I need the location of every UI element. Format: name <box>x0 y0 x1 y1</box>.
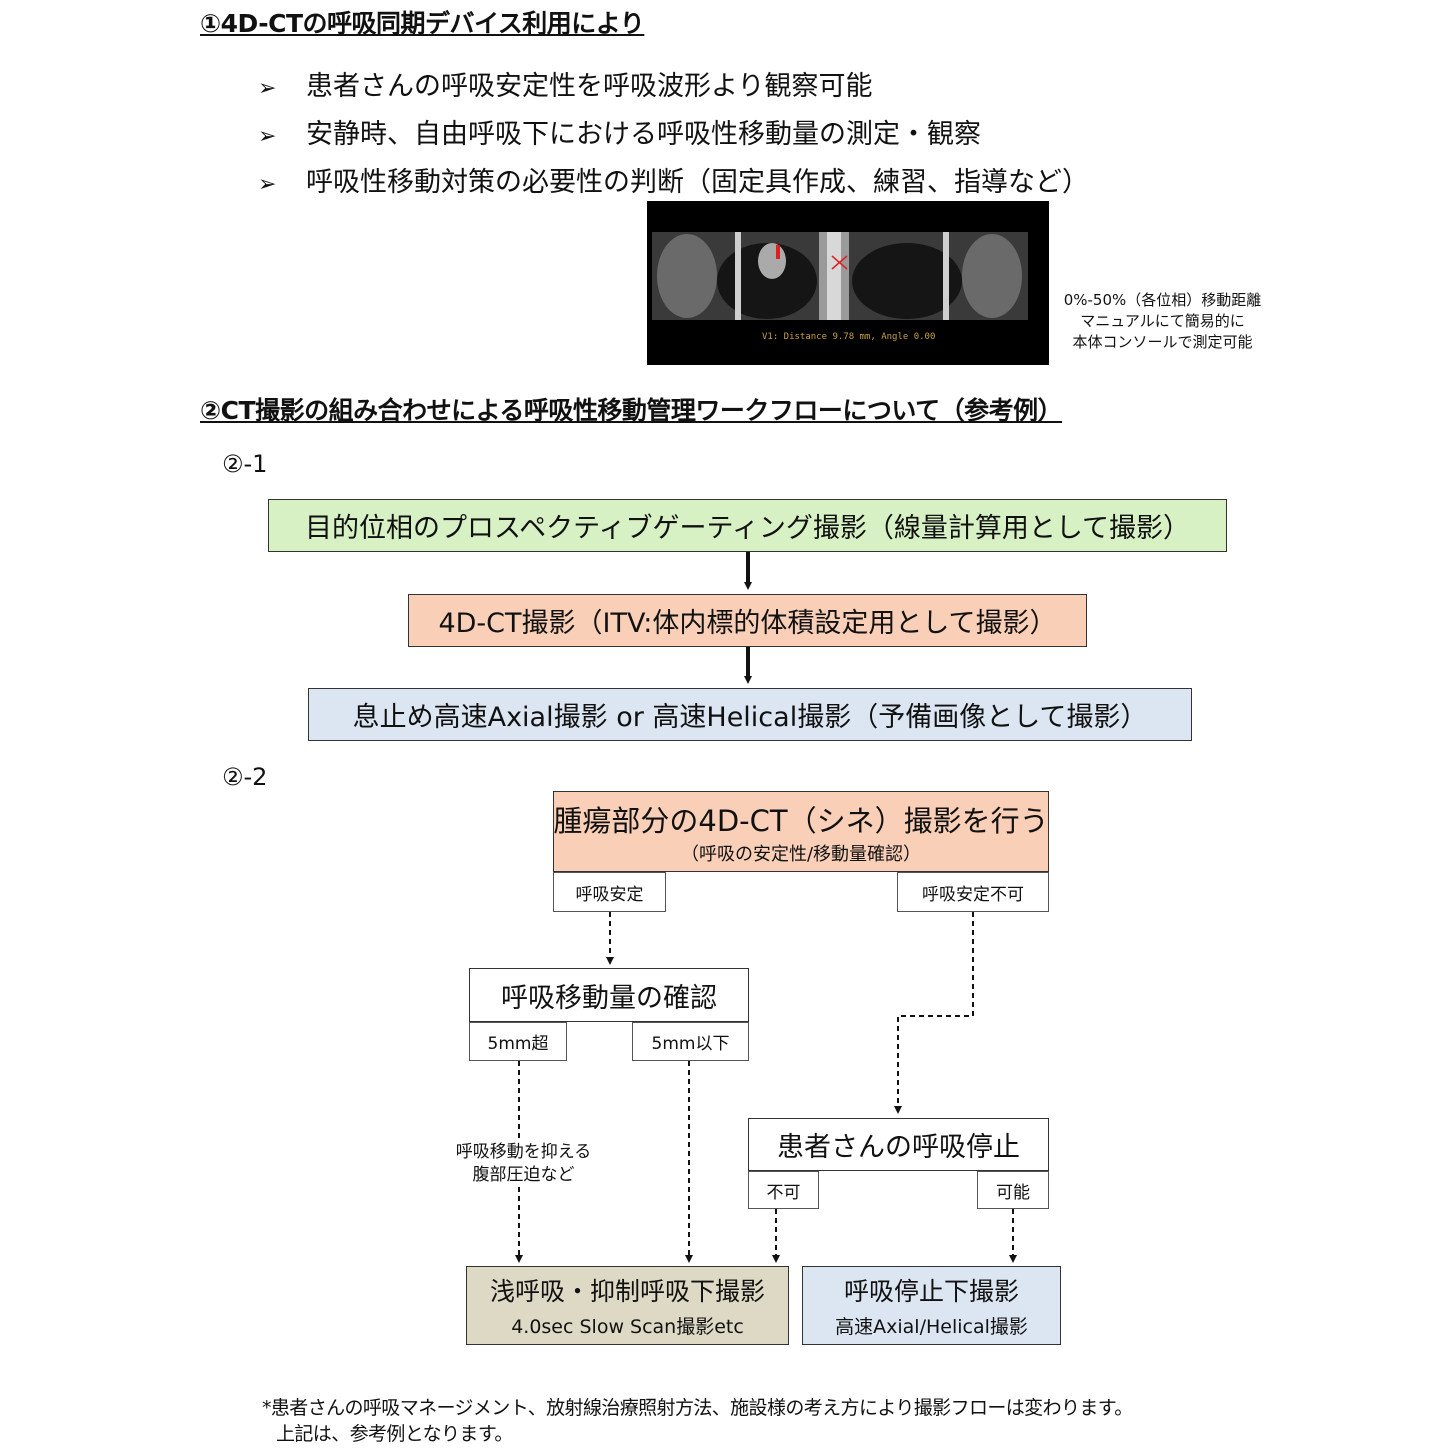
bullet-item: ➢ 患者さんの呼吸安定性を呼吸波形より観察可能 <box>258 64 872 103</box>
section1-title: ①4D-CTの呼吸同期デバイス利用により <box>200 9 645 38</box>
flow1-box-4dct: 4D-CT撮影（ITV:体内標的体積設定用として撮影） <box>408 594 1087 647</box>
branch-label-impossible: 不可 <box>748 1171 819 1209</box>
branch-label-possible: 可能 <box>977 1171 1049 1209</box>
ct-coronal-image: V1: Distance 9.78 mm, Angle 0.00 <box>647 201 1049 365</box>
ct-caption: 0%-50%（各位相）移動距離 マニュアルにて簡易的に 本体コンソールで測定可能 <box>1055 290 1270 353</box>
caption-line: マニュアルにて簡易的に <box>1080 312 1245 330</box>
box-subtitle: （呼吸の安定性/移動量確認） <box>680 843 922 865</box>
note-line: 腹部圧迫など <box>472 1165 575 1185</box>
flow1-label: ②-1 <box>222 450 268 478</box>
flow2-box-4dct-cine: 腫瘍部分の4D-CT（シネ）撮影を行う （呼吸の安定性/移動量確認） <box>553 791 1049 872</box>
bullet-text: 安静時、自由呼吸下における呼吸性移動量の測定・観察 <box>306 119 981 150</box>
note-abdominal-compression: 呼吸移動を抑える 腹部圧迫など <box>436 1141 611 1187</box>
box-subtitle: 高速Axial/Helical撮影 <box>835 1316 1028 1338</box>
bullet-item: ➢ 安静時、自由呼吸下における呼吸性移動量の測定・観察 <box>258 112 981 151</box>
flow1-box-breathhold: 息止め高速Axial撮影 or 高速Helical撮影（予備画像として撮影） <box>308 688 1192 741</box>
box-text: 目的位相のプロスペクティブゲーティング撮影（線量計算用として撮影） <box>304 513 1191 544</box>
box-text: 息止め高速Axial撮影 or 高速Helical撮影（予備画像として撮影） <box>352 702 1148 733</box>
bullet-text: 患者さんの呼吸安定性を呼吸波形より観察可能 <box>306 71 873 102</box>
footnote-line: *患者さんの呼吸マネージメント、放射線治療照射方法、施設様の考え方により撮影フロ… <box>262 1397 1133 1419</box>
flow2-label: ②-2 <box>222 763 268 791</box>
box-text: 呼吸移動量の確認 <box>501 982 717 1014</box>
arrow-unstable-to-breathhold <box>894 912 974 1114</box>
box-title: 浅呼吸・抑制呼吸下撮影 <box>489 1277 765 1306</box>
box-title: 腫瘍部分の4D-CT（シネ）撮影を行う <box>553 803 1049 838</box>
footnote: *患者さんの呼吸マネージメント、放射線治療照射方法、施設様の考え方により撮影フロ… <box>262 1395 1133 1447</box>
flow2-result-breath-hold: 呼吸停止下撮影 高速Axial/Helical撮影 <box>802 1266 1061 1345</box>
caption-line: 本体コンソールで測定可能 <box>1072 333 1253 351</box>
arrow-bullet-icon: ➢ <box>258 124 277 149</box>
flow2-result-shallow-breathing: 浅呼吸・抑制呼吸下撮影 4.0sec Slow Scan撮影etc <box>466 1266 789 1345</box>
branch-label-under-5mm: 5mm以下 <box>632 1022 749 1061</box>
bullet-item: ➢ 呼吸性移動対策の必要性の判断（固定具作成、練習、指導など） <box>258 160 1089 199</box>
arrow-bullet-icon: ➢ <box>258 76 277 101</box>
footnote-line: 上記は、参考例となります。 <box>276 1423 513 1445</box>
box-subtitle: 4.0sec Slow Scan撮影etc <box>511 1316 744 1338</box>
arrow-bullet-icon: ➢ <box>258 172 277 197</box>
box-text: 4D-CT撮影（ITV:体内標的体積設定用として撮影） <box>438 608 1057 639</box>
box-text: 患者さんの呼吸停止 <box>777 1132 1020 1163</box>
section2-title: ②CT撮影の組み合わせによる呼吸性移動管理ワークフローについて（参考例） <box>200 396 1063 425</box>
box-title: 呼吸停止下撮影 <box>843 1277 1019 1306</box>
flow2-box-breath-hold: 患者さんの呼吸停止 <box>748 1118 1049 1171</box>
bullet-text: 呼吸性移動対策の必要性の判断（固定具作成、練習、指導など） <box>306 167 1089 198</box>
note-line: 呼吸移動を抑える <box>455 1142 592 1162</box>
flow2-box-confirm-motion: 呼吸移動量の確認 <box>469 968 749 1022</box>
branch-label-stable: 呼吸安定 <box>553 872 666 912</box>
branch-label-over-5mm: 5mm超 <box>469 1022 567 1061</box>
caption-line: 0%-50%（各位相）移動距離 <box>1063 291 1262 309</box>
branch-label-unstable: 呼吸安定不可 <box>897 872 1049 912</box>
flow1-box-prospective-gating: 目的位相のプロスペクティブゲーティング撮影（線量計算用として撮影） <box>268 499 1227 552</box>
ct-distance-readout: V1: Distance 9.78 mm, Angle 0.00 <box>762 332 936 342</box>
ct-scan-graphic <box>652 232 1028 320</box>
